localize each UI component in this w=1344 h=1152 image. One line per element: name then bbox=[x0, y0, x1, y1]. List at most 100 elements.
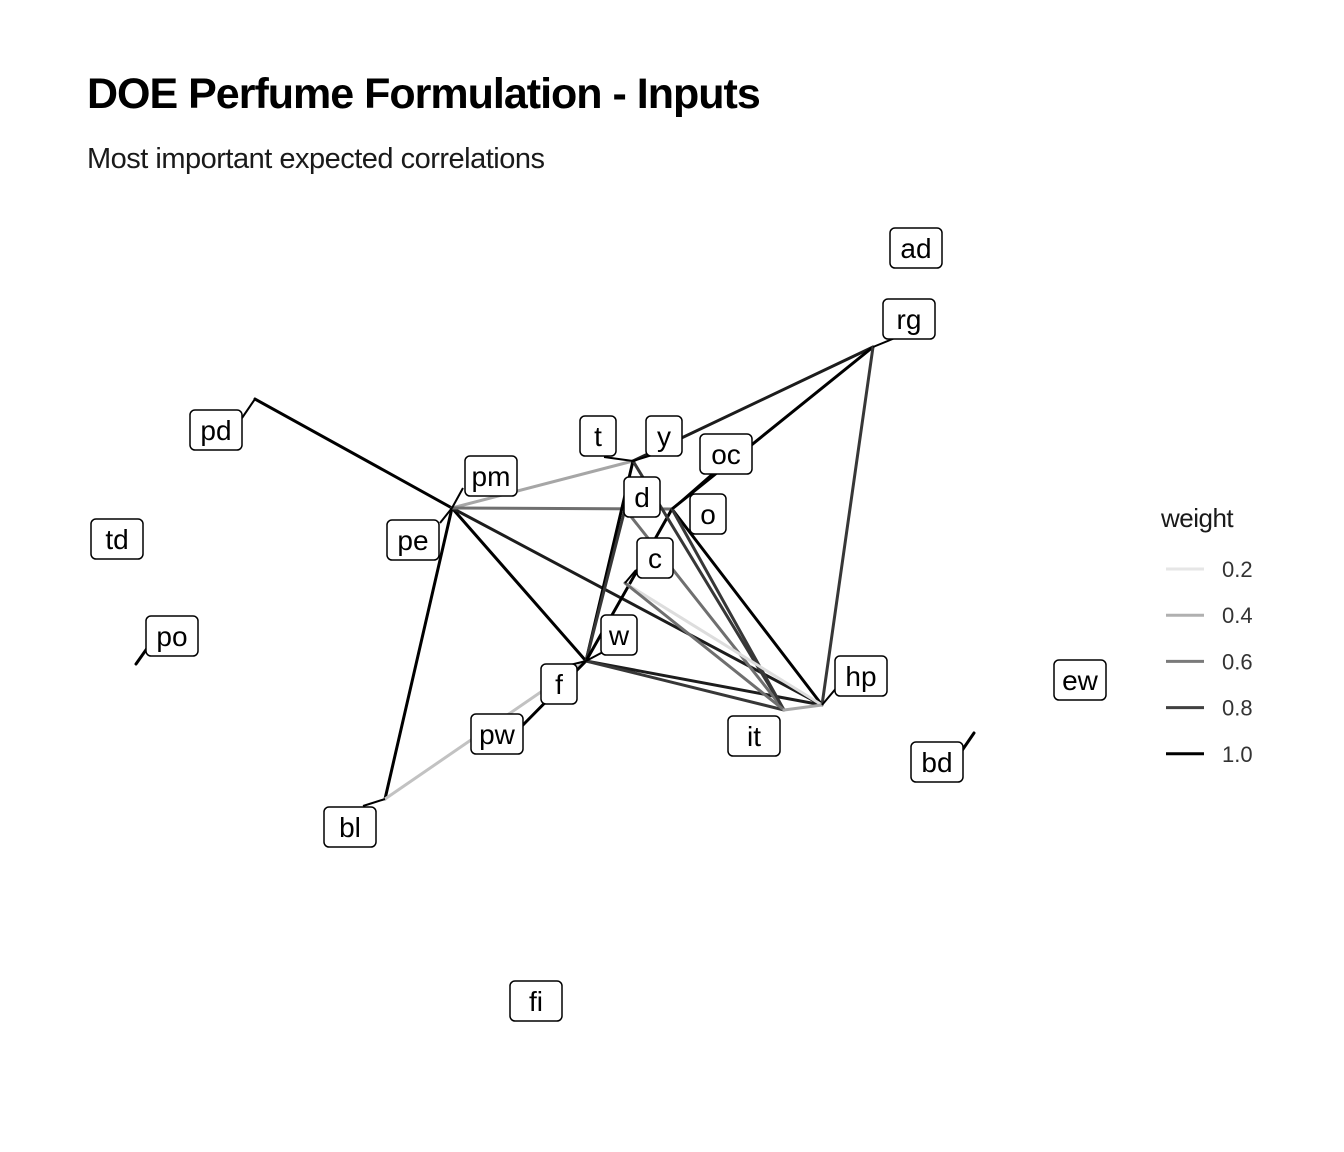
node-box bbox=[540, 663, 578, 705]
node-w: w bbox=[600, 614, 638, 656]
node-label: hp bbox=[845, 661, 876, 692]
node-label: po bbox=[156, 621, 187, 652]
node-po: po bbox=[145, 615, 199, 657]
node-hp: hp bbox=[834, 655, 888, 697]
node-bl: bl bbox=[323, 806, 377, 848]
node-label: pd bbox=[200, 415, 231, 446]
node-pe: pe bbox=[386, 519, 440, 561]
node-label: fi bbox=[529, 986, 543, 1017]
legend-label: 0.6 bbox=[1222, 649, 1253, 674]
label-leader bbox=[624, 569, 637, 584]
node-fi: fi bbox=[509, 980, 563, 1022]
node-box bbox=[727, 715, 781, 757]
node-pd: pd bbox=[189, 409, 243, 451]
node-td: td bbox=[90, 518, 144, 560]
edge-rg-hp bbox=[820, 345, 875, 707]
edge-pd-pe bbox=[253, 397, 454, 510]
node-c: c bbox=[636, 537, 674, 579]
node-box bbox=[600, 614, 638, 656]
node-oc: oc bbox=[699, 433, 753, 475]
edge-pe-t bbox=[450, 459, 635, 510]
label-leader bbox=[451, 487, 464, 509]
edge-c-it bbox=[623, 581, 786, 712]
node-box bbox=[699, 433, 753, 475]
nodes-layer: ad rg pd t y oc pm d o td pe c po w f hp ew pw it bd bl fi bbox=[90, 227, 1107, 1022]
node-box bbox=[882, 298, 936, 340]
node-box bbox=[579, 415, 617, 457]
legend: 0.2 0.4 0.6 0.8 1.0 bbox=[1166, 557, 1253, 767]
legend-label: 0.8 bbox=[1222, 696, 1253, 721]
node-box bbox=[470, 713, 524, 755]
legend-label: 0.4 bbox=[1222, 603, 1253, 628]
node-box bbox=[386, 519, 440, 561]
node-label: oc bbox=[711, 439, 741, 470]
node-box bbox=[1053, 659, 1107, 701]
node-label: d bbox=[634, 482, 650, 513]
legend-title: weight bbox=[1161, 503, 1234, 533]
edge-f-hp bbox=[584, 659, 824, 707]
node-label: it bbox=[747, 721, 761, 752]
node-box bbox=[509, 980, 563, 1022]
edge-o-rg bbox=[670, 345, 875, 511]
node-rg: rg bbox=[882, 298, 936, 340]
chart-subtitle: Most important expected correlations bbox=[87, 143, 545, 175]
node-box bbox=[834, 655, 888, 697]
node-box bbox=[689, 493, 727, 535]
node-pm: pm bbox=[464, 455, 518, 497]
edge-pe-f bbox=[450, 506, 588, 663]
edge-it-hp bbox=[782, 703, 824, 712]
node-box bbox=[636, 537, 674, 579]
label-leader bbox=[671, 473, 713, 510]
node-label: y bbox=[657, 421, 671, 452]
label-leader bbox=[519, 702, 546, 729]
node-label: ad bbox=[900, 233, 931, 264]
node-label: t bbox=[594, 421, 602, 452]
label-leader bbox=[439, 507, 453, 524]
node-box bbox=[189, 409, 243, 451]
node-box bbox=[145, 615, 199, 657]
legend-label: 0.2 bbox=[1222, 557, 1253, 582]
label-leader bbox=[603, 456, 634, 462]
node-label: pe bbox=[397, 525, 428, 556]
edge-o-hp bbox=[670, 507, 824, 707]
node-o: o bbox=[689, 493, 727, 535]
node-box bbox=[90, 518, 144, 560]
legend-label: 1.0 bbox=[1222, 742, 1253, 767]
node-y: y bbox=[645, 415, 683, 457]
node-box bbox=[323, 806, 377, 848]
edge-f-it bbox=[584, 659, 786, 712]
edge-o-it bbox=[670, 507, 786, 712]
node-label: pw bbox=[479, 719, 516, 750]
node-bd: bd bbox=[910, 741, 964, 783]
node-label: w bbox=[608, 620, 630, 651]
node-label: c bbox=[648, 543, 662, 574]
node-box bbox=[464, 455, 518, 497]
edge-pe-hp bbox=[450, 506, 824, 707]
node-box bbox=[623, 476, 661, 518]
edge-pe-bl bbox=[383, 506, 454, 801]
node-pw: pw bbox=[470, 713, 524, 755]
edges-layer bbox=[134, 337, 976, 807]
chart-title: DOE Perfume Formulation - Inputs bbox=[87, 70, 761, 118]
node-label: bl bbox=[339, 812, 361, 843]
node-label: f bbox=[555, 669, 563, 700]
node-label: bd bbox=[921, 747, 952, 778]
edge-f-d bbox=[584, 507, 627, 663]
node-label: o bbox=[700, 499, 716, 530]
node-d: d bbox=[623, 476, 661, 518]
label-leader bbox=[585, 651, 604, 662]
node-label: rg bbox=[897, 304, 922, 335]
node-ew: ew bbox=[1053, 659, 1107, 701]
node-box bbox=[645, 415, 683, 457]
edge-c-hp bbox=[623, 581, 824, 707]
node-t: t bbox=[579, 415, 617, 457]
node-label: pm bbox=[472, 461, 511, 492]
node-label: td bbox=[105, 524, 128, 555]
label-leader bbox=[362, 798, 386, 807]
node-it: it bbox=[727, 715, 781, 757]
label-leader bbox=[241, 398, 256, 419]
node-ad: ad bbox=[889, 227, 943, 269]
node-box bbox=[910, 741, 964, 783]
node-box bbox=[889, 227, 943, 269]
